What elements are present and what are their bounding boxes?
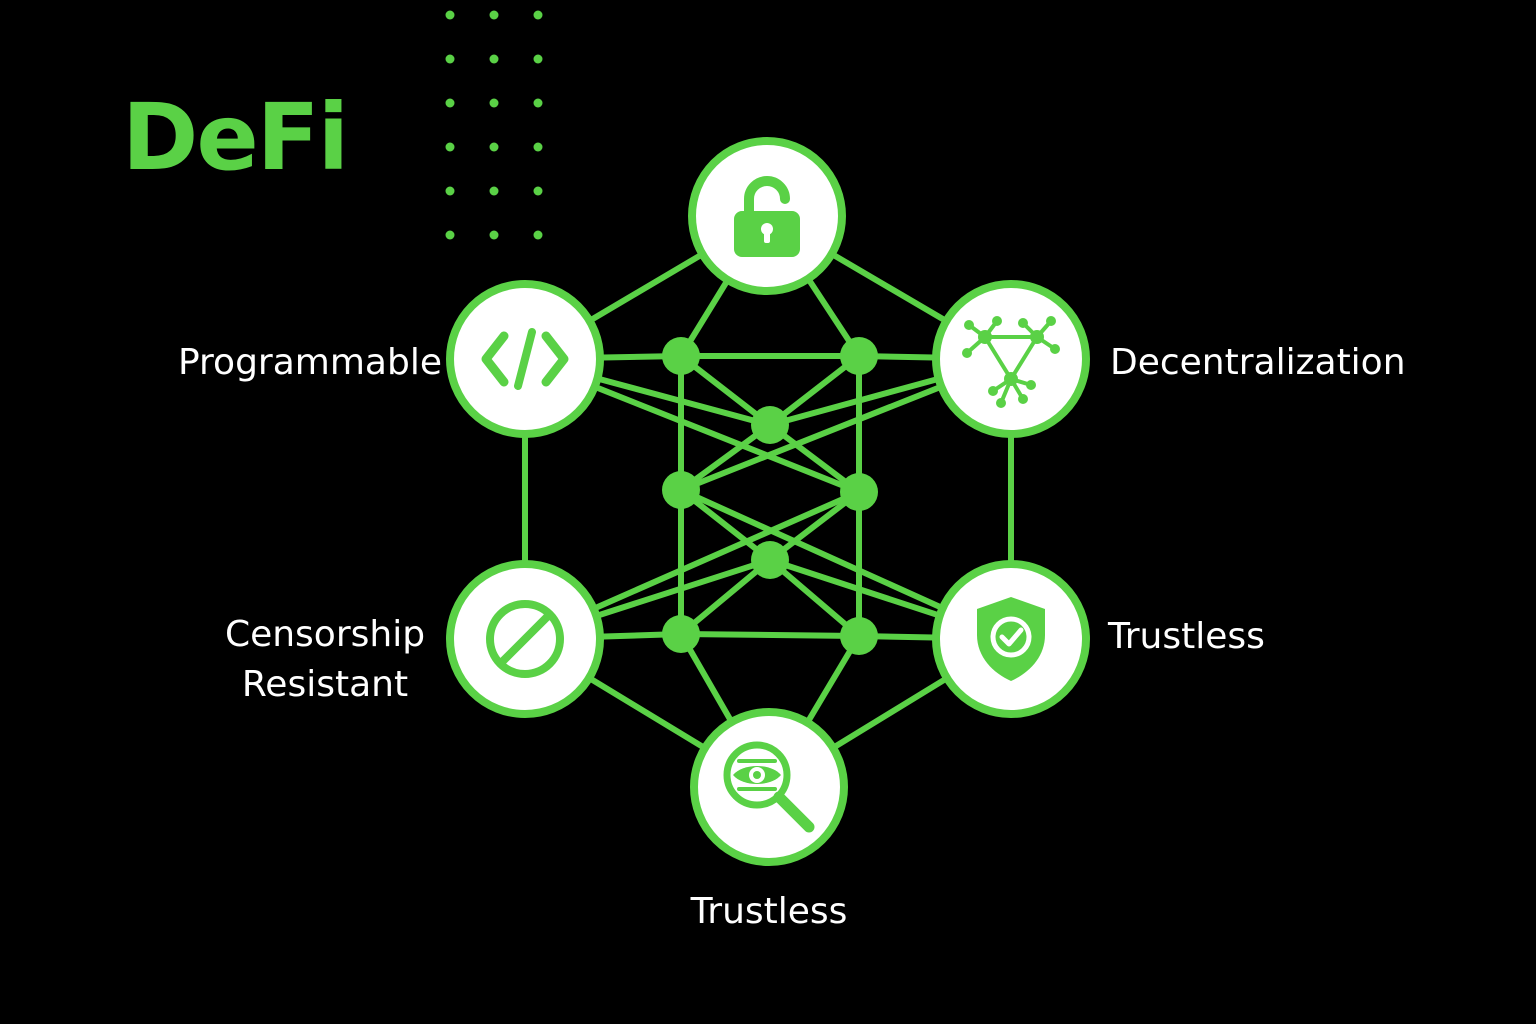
network-junction-dot [662,615,700,653]
decorative-dot [445,142,455,152]
network-junction-dot [840,337,878,375]
decorative-dot [445,98,455,108]
decorative-dot [533,186,543,196]
node-security [688,137,846,295]
prohibited-icon [486,600,564,678]
network-edge [767,557,862,639]
eye-magnifier-icon [723,741,815,833]
node-decentralization [932,280,1090,438]
code-brackets-icon [481,328,569,390]
decorative-dot [489,186,499,196]
decorative-dot [445,230,455,240]
network-junction-dot [751,406,789,444]
network-junction-dot [662,337,700,375]
network-edge [678,557,773,637]
decorative-dot [533,142,543,152]
decorative-dot [489,98,499,108]
decorative-dot [489,10,499,20]
decorative-dot [489,230,499,240]
network-junctions [662,337,878,655]
decorative-dot-grid [445,10,543,240]
decorative-dot [533,10,543,20]
label-trustless-right: Trustless [1108,616,1265,657]
node-trustless [932,560,1090,718]
label-censorship-resistant: Censorship Resistant [210,610,440,711]
label-line-2: Resistant [241,664,409,706]
label-programmable: Programmable [177,342,442,383]
decorative-dot [445,10,455,20]
node-censorship-resistant [446,560,604,718]
decorative-dot [533,98,543,108]
decorative-dot [445,186,455,196]
decorative-dot [489,142,499,152]
page-title: DeFi [122,84,349,191]
network-edges [522,213,1014,790]
label-line-1: Censorship [224,614,426,655]
network-edge [678,631,862,639]
padlock-icon [734,176,800,257]
decorative-dot [533,230,543,240]
decorative-dot [445,54,455,64]
network-junction-dot [662,471,700,509]
shield-check-icon [977,597,1045,681]
network-junction-dot [751,541,789,579]
decorative-dot [489,54,499,64]
node-transparency [690,708,848,866]
label-trustless-bottom: Trustless [690,891,848,932]
label-decentralization: Decentralization [1110,342,1406,383]
network-junction-dot [840,617,878,655]
decorative-dot [533,54,543,64]
node-programmable [446,280,604,438]
network-junction-dot [840,473,878,511]
network-graph-icon [962,316,1060,408]
